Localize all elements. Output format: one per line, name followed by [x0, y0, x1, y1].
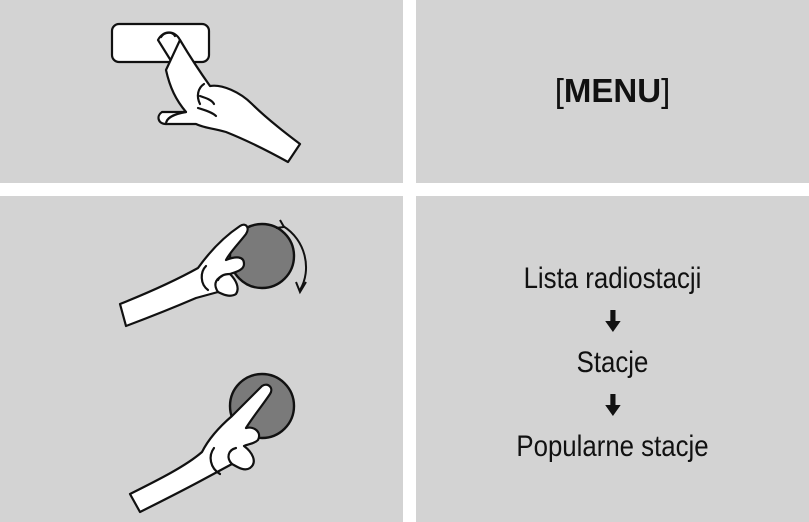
- rotate-knob-icon: [118, 219, 308, 328]
- arrow-down-icon: [444, 300, 782, 342]
- menu-key-text: MENU: [563, 72, 662, 109]
- press-knob-icon: [128, 372, 296, 514]
- instruction-menu-cell: [MENU]: [416, 0, 809, 183]
- bracket-open: [: [554, 72, 564, 109]
- menu-path-item-stacje: Stacje: [576, 346, 649, 379]
- instruction-menu-path-cell: Lista radiostacji Stacje Popularne stacj…: [416, 196, 809, 522]
- bracket-close: ]: [661, 72, 671, 109]
- menu-path-item-popularne-stacje: Popularne stacje: [516, 430, 709, 463]
- finger-press-button-icon: [110, 22, 302, 164]
- menu-path: Lista radiostacji Stacje Popularne stacj…: [444, 258, 782, 468]
- illustration-knob-cell: [0, 196, 403, 522]
- menu-path-item-lista-radiostacji: Lista radiostacji: [523, 262, 702, 295]
- knob-illustrations: [118, 219, 308, 514]
- menu-key-label: [MENU]: [416, 72, 809, 110]
- arrow-down-icon: [444, 384, 782, 426]
- illustration-press-button-cell: [0, 0, 403, 183]
